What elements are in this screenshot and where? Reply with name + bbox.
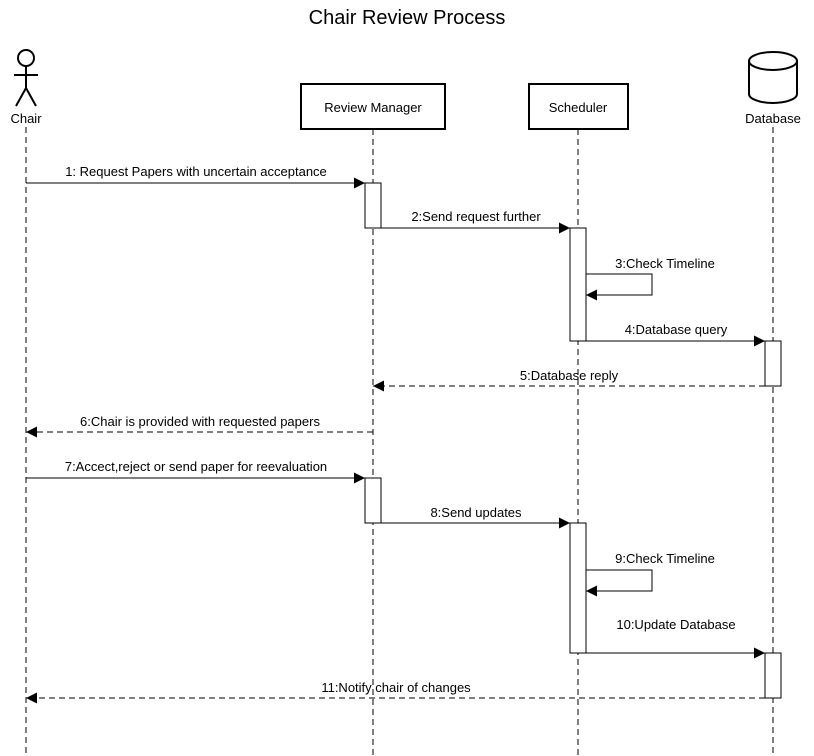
message-arrow xyxy=(586,273,653,301)
activation-bar xyxy=(364,182,382,229)
message-label: 3:Check Timeline xyxy=(615,256,715,271)
message-label: 8:Send updates xyxy=(430,505,522,520)
participant-chair xyxy=(14,49,38,107)
messages xyxy=(26,177,765,704)
message-label: 6:Chair is provided with requested paper… xyxy=(80,414,320,429)
activation-bar xyxy=(569,227,587,342)
participant-review-manager xyxy=(300,83,446,130)
message-arrow xyxy=(586,569,653,597)
participant-scheduler-label: Scheduler xyxy=(549,100,608,115)
message-label: 4:Database query xyxy=(625,322,728,337)
lifelines xyxy=(25,127,774,756)
participant-scheduler xyxy=(528,83,629,130)
message-labels: 1: Request Papers with uncertain accepta… xyxy=(65,164,736,695)
database-icon xyxy=(748,61,798,104)
participant-review-manager-label: Review Manager xyxy=(324,100,422,115)
message-label: 9:Check Timeline xyxy=(615,551,715,566)
message-label: 7:Accect,reject or send paper for reeval… xyxy=(65,459,327,474)
activations xyxy=(364,182,782,699)
message-label: 5:Database reply xyxy=(520,368,619,383)
message-label: 2:Send request further xyxy=(411,209,541,224)
diagram-title: Chair Review Process xyxy=(309,7,506,29)
message-label: 11:Notify chair of changes xyxy=(321,680,471,695)
participant-database-label: Database xyxy=(745,111,801,126)
actor-icon xyxy=(17,49,35,67)
activation-bar xyxy=(764,652,782,699)
activation-bar xyxy=(569,522,587,654)
participant-chair-label: Chair xyxy=(10,111,42,126)
message-label: 10:Update Database xyxy=(616,617,735,632)
activation-bar xyxy=(764,340,782,387)
participant-database xyxy=(748,51,798,104)
activation-bar xyxy=(364,477,382,524)
message-label: 1: Request Papers with uncertain accepta… xyxy=(65,164,327,179)
